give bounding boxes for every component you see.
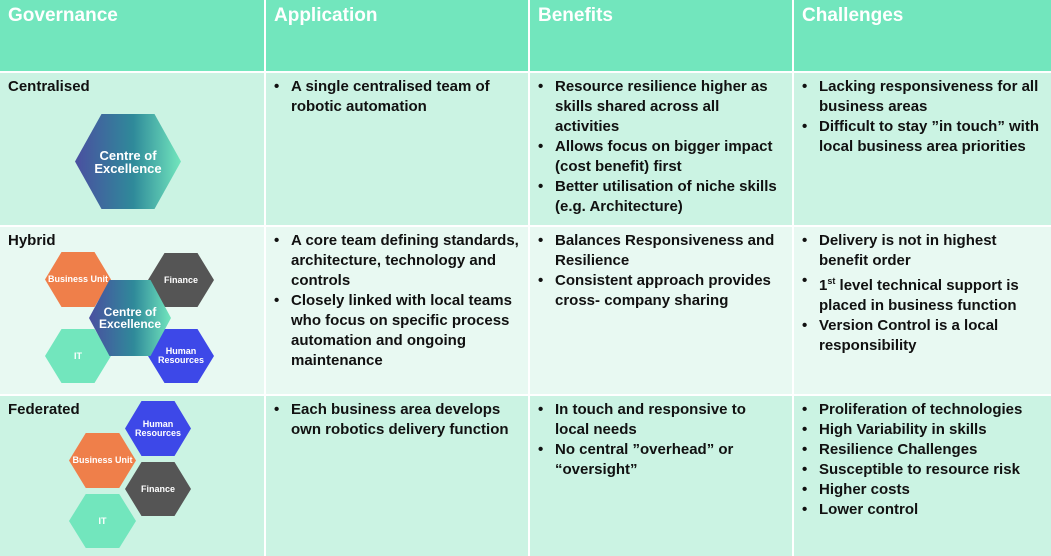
- application-cell: A core team defining standards, architec…: [266, 227, 528, 394]
- benefits-cell: Resource resilience higher as skills sha…: [530, 73, 792, 225]
- bullet-text-part: st: [827, 276, 836, 286]
- bullet-item: Resilience Challenges: [802, 440, 1049, 460]
- hex-centre-of-excellence: Centre of Excellence: [75, 114, 181, 209]
- bullet-item: Difficult to stay ”in touch” with local …: [802, 117, 1049, 157]
- application-cell: A single centralised team of robotic aut…: [266, 73, 528, 225]
- header-application: Application: [266, 0, 528, 71]
- bullet-item: Delivery is not in highest benefit order: [802, 231, 1049, 271]
- governance-cell-hybrid: Hybrid Business Unit Finance IT Human Re…: [0, 227, 264, 394]
- bullet-list: Proliferation of technologiesHigh Variab…: [802, 400, 1049, 520]
- benefits-cell: In touch and responsive to local needsNo…: [530, 396, 792, 556]
- header-benefits: Benefits: [530, 0, 792, 71]
- bullet-list: A single centralised team of robotic aut…: [274, 77, 520, 117]
- bullet-text-part: 1: [819, 277, 828, 294]
- bullet-item: Higher costs: [802, 480, 1049, 500]
- bullet-item: Version Control is a local responsibilit…: [802, 316, 1049, 356]
- bullet-item: A core team defining standards, architec…: [274, 231, 520, 291]
- bullet-item: Balances Responsiveness and Resilience: [538, 231, 784, 271]
- application-cell: Each business area develops own robotics…: [266, 396, 528, 556]
- bullet-item: A single centralised team of robotic aut…: [274, 77, 520, 117]
- bullet-item: In touch and responsive to local needs: [538, 400, 784, 440]
- hex-finance: Finance: [125, 462, 191, 516]
- hex-business-unit: Business Unit: [69, 433, 136, 488]
- governance-label: Hybrid: [8, 232, 56, 249]
- bullet-list: A core team defining standards, architec…: [274, 231, 520, 371]
- bullet-item: Consistent approach provides cross- comp…: [538, 271, 784, 311]
- bullet-item: Lacking responsiveness for all business …: [802, 77, 1049, 117]
- bullet-item: Susceptible to resource risk: [802, 460, 1049, 480]
- bullet-item: High Variability in skills: [802, 420, 1049, 440]
- governance-cell-centralised: Centralised Centre of Excellence: [0, 73, 264, 225]
- hex-it: IT: [69, 494, 136, 548]
- bullet-item: 1st level technical support is placed in…: [802, 271, 1049, 316]
- bullet-list: Lacking responsiveness for all business …: [802, 77, 1049, 157]
- bullet-item: Closely linked with local teams who focu…: [274, 291, 520, 371]
- bullet-item: Proliferation of technologies: [802, 400, 1049, 420]
- bullet-item: Better utilisation of niche skills (e.g.…: [538, 177, 784, 217]
- bullet-list: Delivery is not in highest benefit order…: [802, 231, 1049, 356]
- bullet-text-part: level technical support is placed in bus…: [819, 277, 1019, 314]
- bullet-list: In touch and responsive to local needsNo…: [538, 400, 784, 480]
- bullet-item: Resource resilience higher as skills sha…: [538, 77, 784, 137]
- challenges-cell: Lacking responsiveness for all business …: [794, 73, 1051, 225]
- header-governance: Governance: [0, 0, 264, 71]
- governance-label: Centralised: [8, 78, 90, 95]
- bullet-item: Allows focus on bigger impact (cost bene…: [538, 137, 784, 177]
- header-challenges: Challenges: [794, 0, 1051, 71]
- bullet-list: Balances Responsiveness and ResilienceCo…: [538, 231, 784, 311]
- bullet-list: Resource resilience higher as skills sha…: [538, 77, 784, 217]
- bullet-list: Each business area develops own robotics…: [274, 400, 520, 440]
- bullet-item: No central ”overhead” or “oversight”: [538, 440, 784, 480]
- challenges-cell: Proliferation of technologiesHigh Variab…: [794, 396, 1051, 556]
- bullet-item: Each business area develops own robotics…: [274, 400, 520, 440]
- governance-label: Federated: [8, 401, 80, 418]
- bullet-item: Lower control: [802, 500, 1049, 520]
- challenges-cell: Delivery is not in highest benefit order…: [794, 227, 1051, 394]
- benefits-cell: Balances Responsiveness and ResilienceCo…: [530, 227, 792, 394]
- governance-cell-federated: Federated Human Resources Business Unit …: [0, 396, 264, 556]
